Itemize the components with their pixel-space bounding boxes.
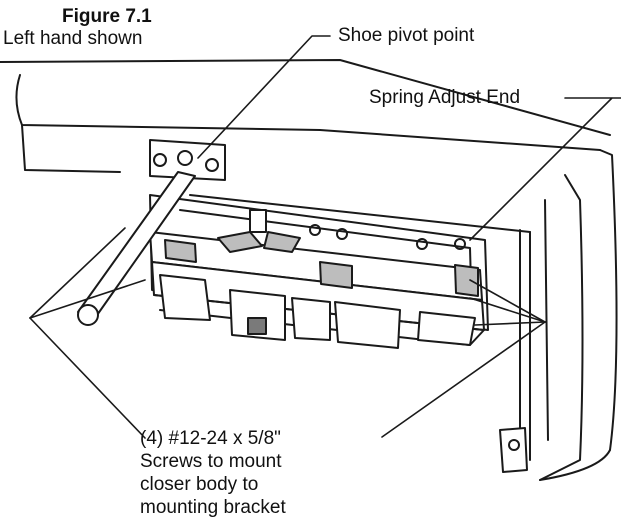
pinion-wing-right (263, 231, 301, 253)
lump-2 (229, 289, 286, 341)
frame-header-lower (15, 74, 321, 131)
frame-right-outer (599, 149, 618, 451)
lump-5 (417, 311, 476, 346)
stop-hole (508, 439, 520, 451)
leader-screws-right-1 (469, 297, 546, 323)
callout-screws-line-4: mounting bracket (140, 497, 286, 518)
figure-subtitle: Left hand shown (3, 28, 143, 49)
hole-4 (454, 238, 466, 250)
callout-shoe-pivot: Shoe pivot point (338, 25, 475, 46)
arm-end (77, 304, 99, 326)
hole-1 (309, 224, 321, 236)
callout-spring-adjust: Spring Adjust End (369, 87, 521, 108)
pinion-bottom (247, 317, 267, 335)
leader-spring (469, 97, 621, 241)
leader-screws-left-top (29, 227, 126, 319)
leader-screws-hook-left (29, 317, 146, 439)
lump-4 (334, 301, 401, 349)
leader-screws-hook-right (381, 321, 546, 438)
hole-2 (336, 228, 348, 240)
pivot-hole-2 (205, 158, 219, 172)
callout-screws-line-2: Screws to mount (140, 451, 282, 472)
lump-3 (291, 297, 331, 341)
top-block-right (454, 264, 479, 297)
leader-pivot (197, 35, 331, 159)
callout-screws-line-1: (4) #12-24 x 5/8" (140, 428, 281, 449)
callout-screws: (4) #12-24 x 5/8" Screws to mount closer… (140, 427, 286, 519)
door-top-edge (189, 194, 531, 233)
pivot-hole-3 (177, 150, 193, 166)
top-block-mid (319, 261, 353, 289)
frame-top-face (319, 129, 601, 151)
frame-right-edge (544, 199, 549, 441)
lump-1 (159, 274, 211, 321)
leader-screws-left-bot (29, 279, 146, 319)
frame-inner-edge (21, 124, 121, 173)
leader-screws-right-2 (474, 321, 546, 326)
frame-bottom (539, 449, 611, 481)
frame-header (0, 59, 611, 136)
hole-3 (416, 238, 428, 250)
pinion-post (249, 209, 267, 233)
callout-screws-line-3: closer body to (140, 474, 259, 495)
figure-title: Figure 7.1 (62, 6, 152, 27)
leader-screws-right-3 (469, 279, 546, 323)
top-block-left (164, 239, 197, 263)
pinion-wing-left (217, 231, 263, 253)
frame-right-inner (539, 174, 584, 481)
pivot-hole-1 (153, 153, 167, 167)
